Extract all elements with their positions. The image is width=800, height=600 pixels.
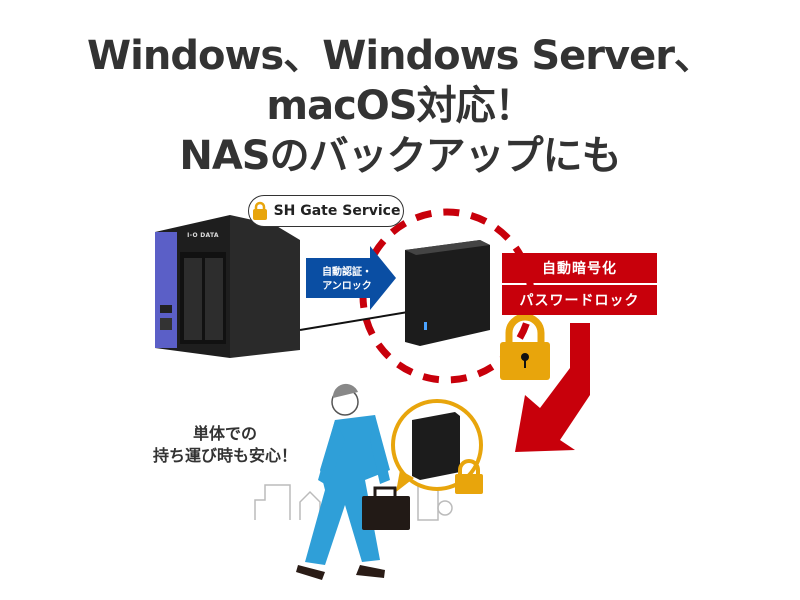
feature-auto-encryption: 自動暗号化 — [502, 253, 657, 283]
portable-line-1: 単体での — [192, 424, 257, 443]
headline-line-1: Windows、Windows Server、 — [87, 33, 714, 79]
external-hdd — [405, 240, 490, 346]
feature-password-lock: パスワードロック — [502, 285, 657, 315]
sh-gate-service-badge: SH Gate Service — [248, 195, 404, 227]
headline-line-3: NASのバックアップにも — [179, 133, 621, 179]
headline-line-2: macOS対応！ — [266, 83, 534, 129]
nas-device — [155, 215, 421, 358]
badge-label: SH Gate Service — [273, 203, 401, 219]
transport-arrow — [515, 323, 590, 452]
lock-icon — [252, 201, 267, 220]
lock-icon — [500, 313, 550, 380]
auto-unlock-line-1: 自動認証・ — [322, 267, 372, 278]
portable-line-2: 持ち運び時も安心！ — [152, 446, 297, 465]
nas-brand-label: I-O DATA — [187, 232, 219, 239]
businessman — [296, 383, 410, 580]
portable-safety-text: 単体での 持ち運び時も安心！ — [140, 423, 310, 467]
speech-bubble — [391, 399, 483, 494]
auto-unlock-line-2: アンロック — [322, 281, 372, 292]
auto-unlock-arrow — [306, 246, 396, 310]
auto-unlock-label: 自動認証・ アンロック — [312, 266, 382, 294]
